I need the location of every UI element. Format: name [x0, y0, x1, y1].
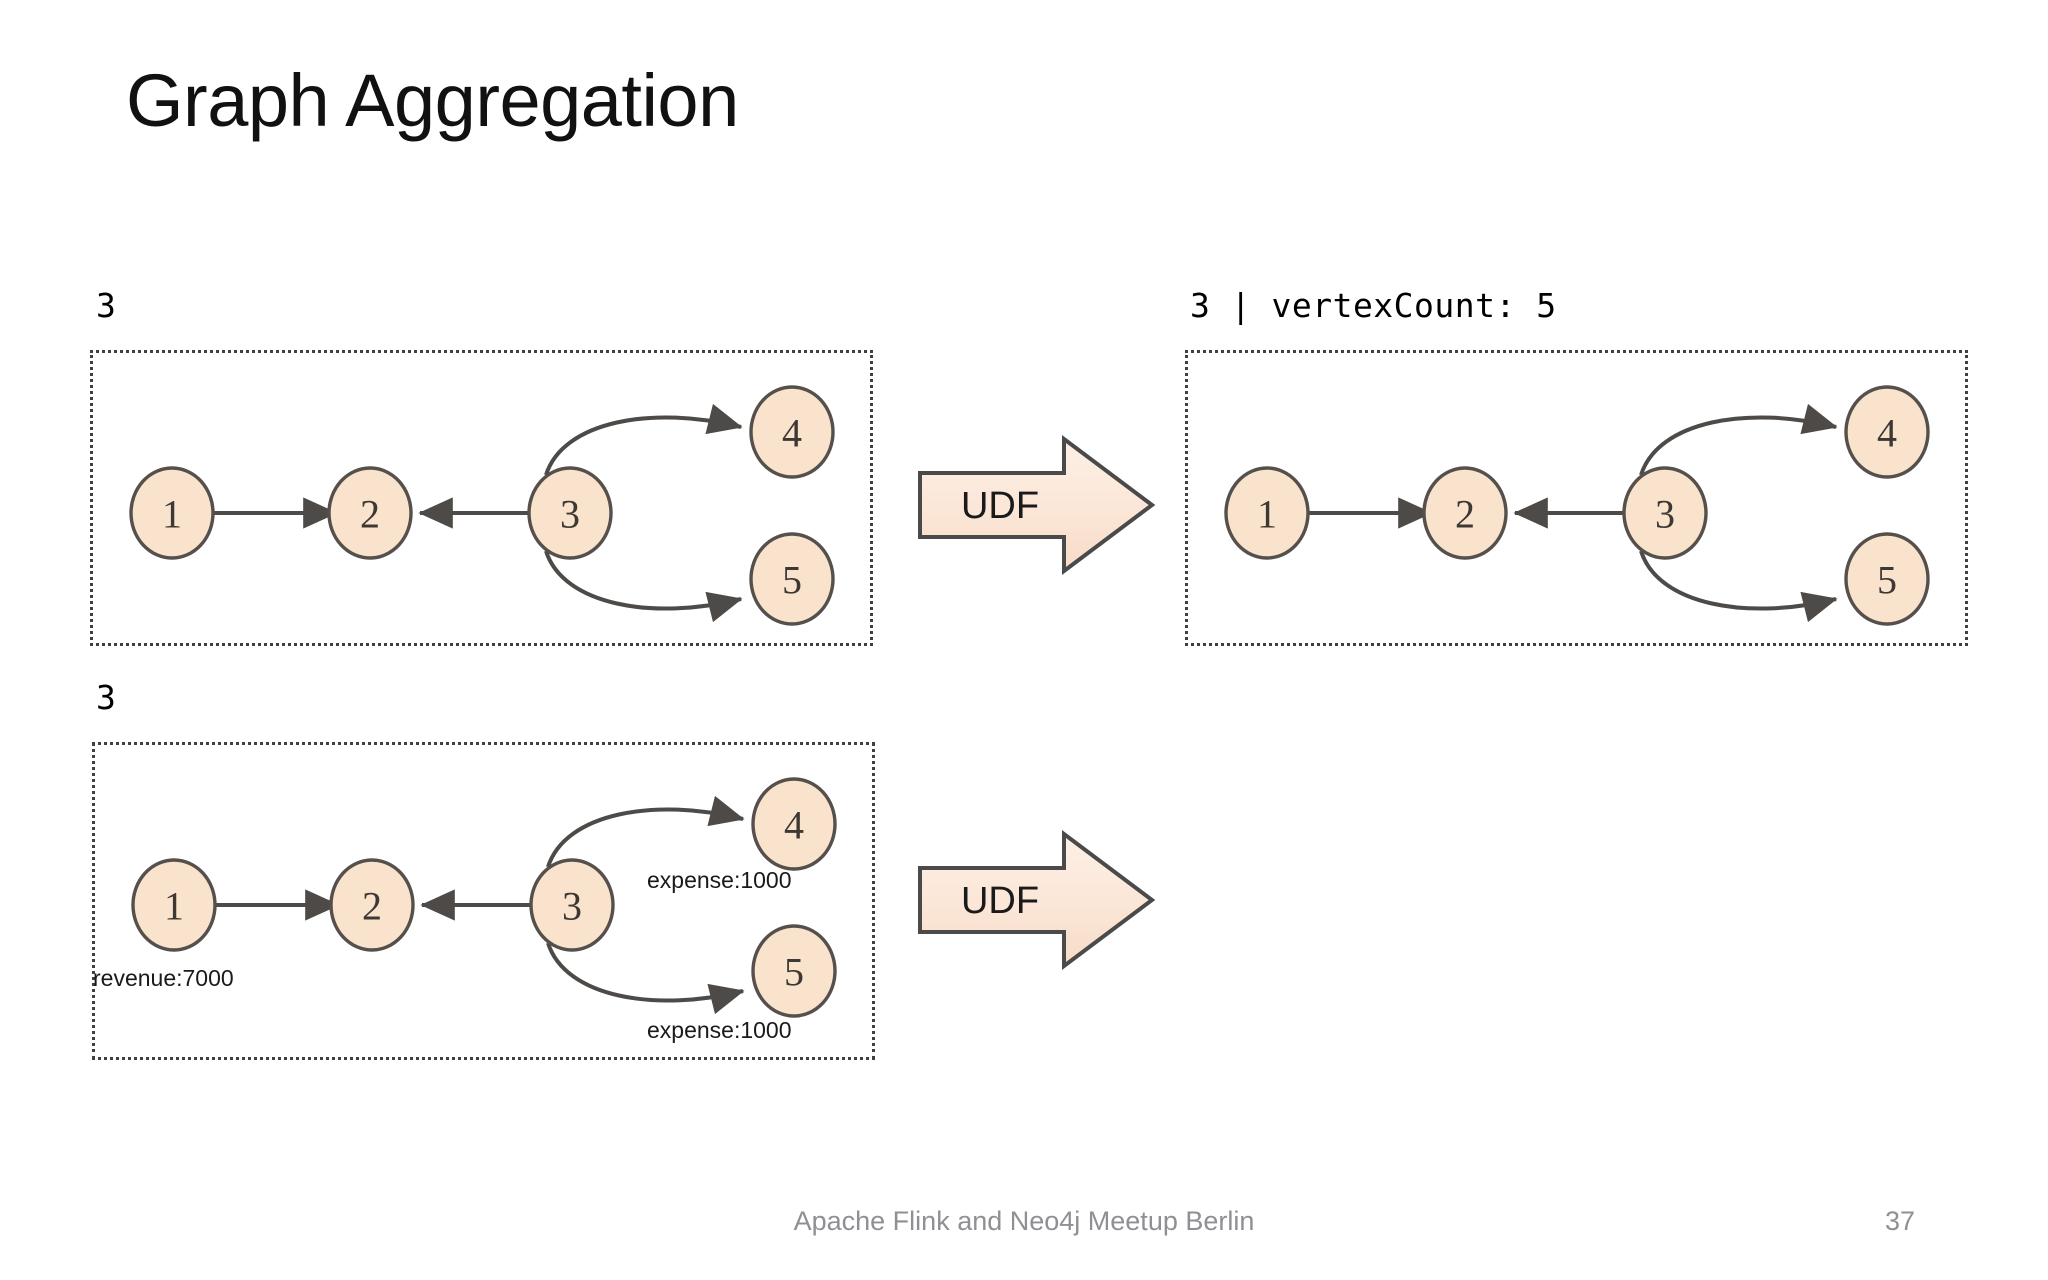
- udf-arrow-label-bottom: UDF: [961, 880, 1039, 922]
- graph-node-label-4: 4: [784, 803, 804, 848]
- page-number: 37: [1885, 1206, 1916, 1236]
- graph-output-top: 1 2 3 4 5: [1224, 385, 1930, 626]
- graph-node-label-2: 2: [1455, 492, 1475, 537]
- graph-box-output-top: 1 2 3 4 5: [1185, 350, 1968, 646]
- graph-node-2[interactable]: 2: [327, 466, 413, 560]
- property-label-expense-5: expense:1000: [647, 1017, 792, 1043]
- graph-node-label-5: 5: [784, 950, 804, 995]
- panel-label-input-bottom: 3: [96, 678, 117, 717]
- graph-node-5[interactable]: 5: [749, 532, 835, 626]
- graph-node-2[interactable]: 2: [329, 858, 415, 952]
- graph-node-4[interactable]: 4: [751, 777, 837, 871]
- udf-arrow-top[interactable]: UDF: [916, 435, 1156, 580]
- graph-node-label-5: 5: [782, 558, 802, 603]
- edge-3-to-5: [544, 550, 743, 623]
- footer-text: Apache Flink and Neo4j Meetup Berlin: [793, 1206, 1255, 1236]
- page-title: Graph Aggregation: [126, 59, 739, 142]
- graph-node-4[interactable]: 4: [1844, 385, 1930, 479]
- graph-node-label-1: 1: [162, 492, 182, 537]
- graph-node-label-3: 3: [560, 492, 580, 537]
- graph-box-input-top: 1 2 3 4 5: [90, 350, 873, 646]
- graph-node-3[interactable]: 3: [529, 858, 615, 952]
- graph-node-label-4: 4: [782, 411, 802, 456]
- graph-node-3[interactable]: 3: [527, 466, 613, 560]
- graph-node-label-2: 2: [362, 884, 382, 929]
- edge-3-to-4: [544, 403, 743, 476]
- property-label-expense-4: expense:1000: [647, 867, 792, 893]
- graph-node-label-5: 5: [1877, 558, 1897, 603]
- panel-label-input-top: 3: [96, 286, 117, 325]
- udf-arrow-shape-top: UDF: [918, 435, 1156, 575]
- graph-node-2[interactable]: 2: [1422, 466, 1508, 560]
- edge-3-to-4: [1639, 403, 1838, 476]
- graph-node-label-2: 2: [360, 492, 380, 537]
- edge-3-to-4: [546, 795, 745, 868]
- graph-input-bottom: 1 2 3 4 5: [131, 777, 837, 1018]
- graph-node-label-4: 4: [1877, 411, 1897, 456]
- graph-input-top: 1 2 3 4 5: [129, 385, 835, 626]
- graph-node-1[interactable]: 1: [131, 858, 217, 952]
- graph-node-5[interactable]: 5: [1844, 532, 1930, 626]
- graph-node-label-3: 3: [1655, 492, 1675, 537]
- graph-node-1[interactable]: 1: [1224, 466, 1310, 560]
- graph-node-label-3: 3: [562, 884, 582, 929]
- graph-node-5[interactable]: 5: [751, 924, 837, 1018]
- graph-node-4[interactable]: 4: [749, 385, 835, 479]
- graph-box-input-bottom: 1 2 3 4 5 revenue:7000 expense:1000 expe…: [92, 742, 875, 1060]
- graph-node-label-1: 1: [164, 884, 184, 929]
- edge-3-to-5: [1639, 550, 1838, 623]
- udf-arrow-label-top: UDF: [961, 485, 1039, 527]
- udf-arrow-bottom[interactable]: UDF: [916, 830, 1156, 975]
- udf-arrow-shape-bottom: UDF: [918, 830, 1156, 970]
- panel-label-output-top: 3 | vertexCount: 5: [1190, 286, 1557, 325]
- property-label-revenue: revenue:7000: [93, 965, 234, 991]
- graph-node-label-1: 1: [1257, 492, 1277, 537]
- edge-3-to-5: [546, 942, 745, 1015]
- graph-node-3[interactable]: 3: [1622, 466, 1708, 560]
- graph-node-1[interactable]: 1: [129, 466, 215, 560]
